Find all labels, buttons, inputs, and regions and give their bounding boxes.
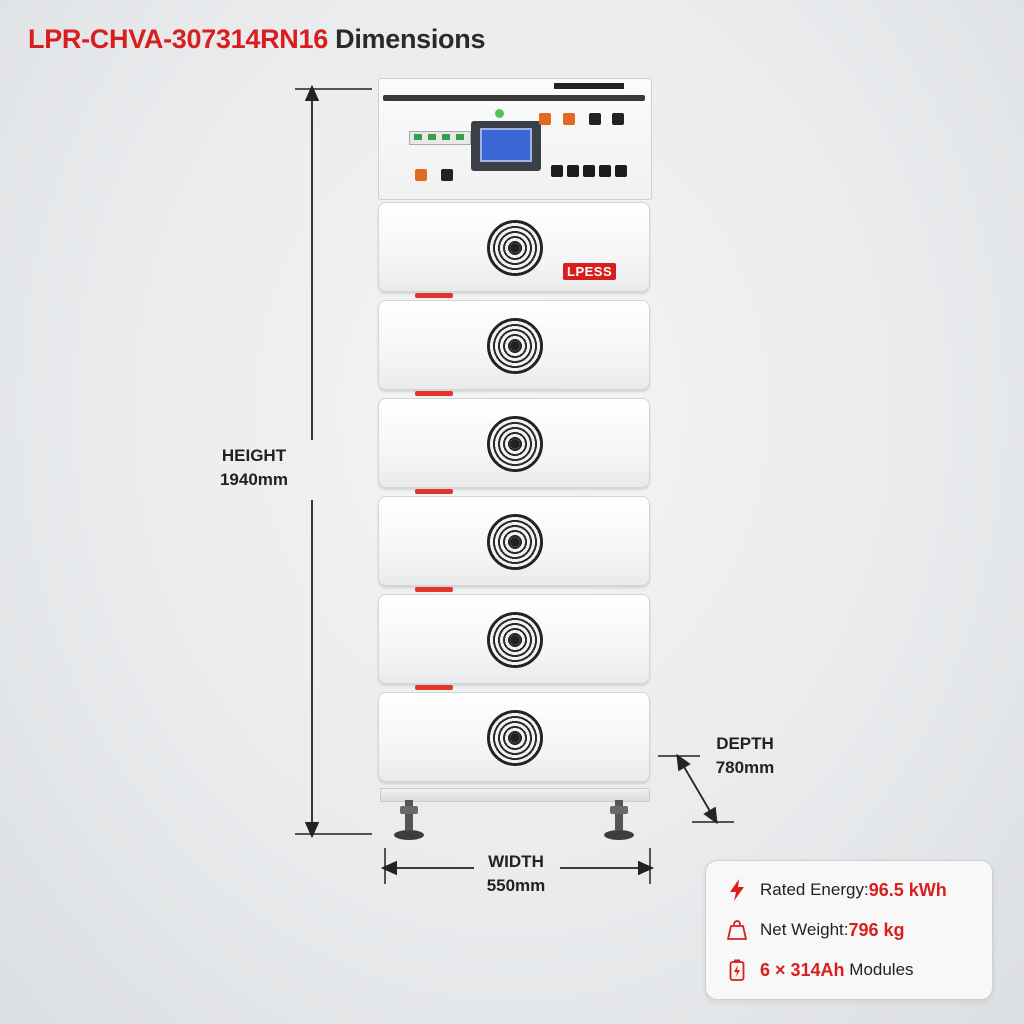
height-value: 1940mm [219,470,289,489]
fan-icon [487,220,543,276]
port-icon [599,165,611,177]
battery-module [378,594,650,690]
lightning-icon [726,879,748,901]
control-panel [378,78,652,200]
terminal-icon [589,113,601,125]
terminal-icon [612,113,624,125]
model-name: LPR-CHVA-307314RN16 [28,24,328,54]
spec-value: 6 × 314Ah [760,959,845,980]
battery-module [378,496,650,592]
height-label: HEIGHT [221,446,287,465]
depth-dimension: DEPTH 780mm [704,732,786,780]
height-dimension: HEIGHT 1940mm [208,444,300,492]
spec-value: 96.5 kWh [868,879,947,900]
spec-label: Modules [844,960,914,979]
width-value: 550mm [486,876,546,895]
fan-icon [487,514,543,570]
cabinet-base [380,788,650,802]
fan-icon [487,612,543,668]
title-suffix: Dimensions [335,24,486,54]
spec-net-weight: Net Weight: 796 kg [726,917,905,943]
status-led-icon [495,109,504,118]
terminal-icon [415,169,427,181]
specs-card: Rated Energy: 96.5 kWh Net Weight: 796 k… [705,860,993,1000]
battery-module [378,398,650,494]
battery-module: LPESS [378,202,650,298]
terminal-icon [563,113,575,125]
width-dimension: WIDTH 550mm [468,850,564,898]
spec-label: Rated Energy: [760,880,869,899]
battery-module [378,692,650,782]
brand-logo: LPESS [563,263,617,280]
panel-rail [383,95,645,101]
width-label: WIDTH [488,852,544,871]
fan-icon [487,710,543,766]
leveling-foot [604,800,634,846]
spec-label: Net Weight: [760,920,849,939]
port-icon [615,165,627,177]
terminal-icon [441,169,453,181]
page-title: LPR-CHVA-307314RN16 Dimensions [28,24,485,55]
vent-slot [554,83,624,89]
port-icon [583,165,595,177]
battery-module [378,300,650,396]
lcd-display [471,121,541,171]
leveling-foot [394,800,424,846]
battery-icon [726,959,748,981]
breaker-switch [409,131,471,145]
port-icon [551,165,563,177]
terminal-icon [539,113,551,125]
spec-modules: 6 × 314Ah Modules [726,957,914,983]
spec-rated-energy: Rated Energy: 96.5 kWh [726,877,947,903]
fan-icon [487,416,543,472]
fan-icon [487,318,543,374]
depth-label: DEPTH [716,734,774,753]
port-icon [567,165,579,177]
spec-value: 796 kg [848,919,905,940]
depth-value: 780mm [715,758,775,777]
weight-icon [726,919,748,941]
